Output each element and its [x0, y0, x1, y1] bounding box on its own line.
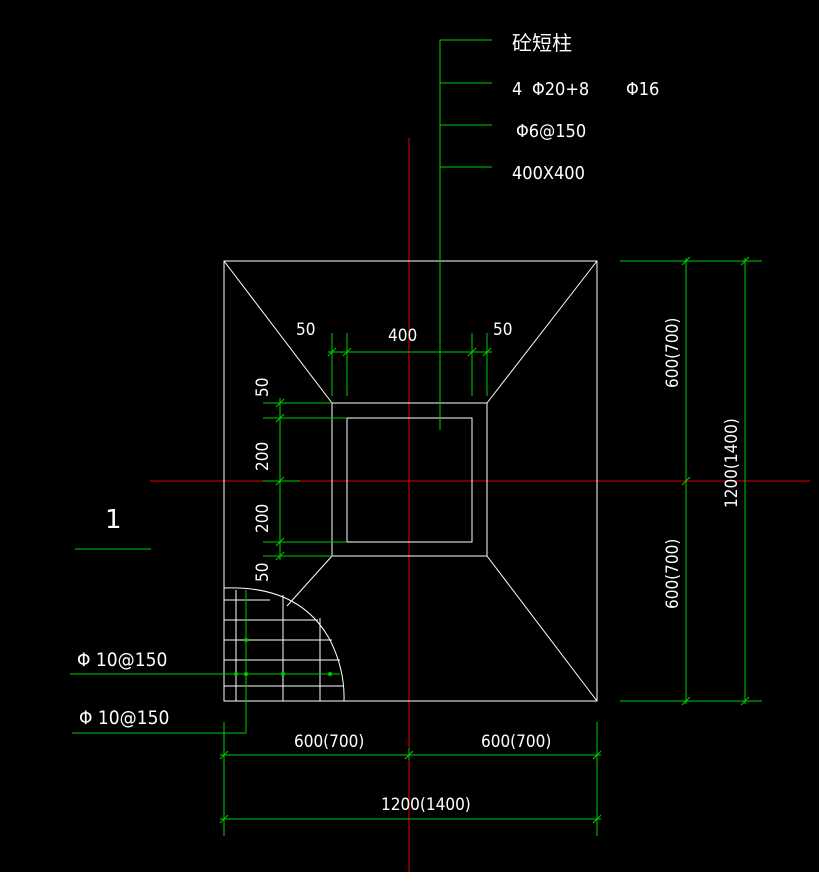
rebar-lower-leader: [72, 590, 247, 734]
rebar-lower-label: Φ 10@150: [79, 707, 169, 729]
rebar-cutaway: [223, 587, 345, 702]
dim-left-200-bottom: 200: [253, 504, 273, 533]
callout-secondary-bar-spec: Φ16: [626, 79, 659, 100]
column-callout-leader: [439, 39, 492, 430]
diagonal-bottom-left: [286, 555, 333, 607]
section-mark-number: 1: [105, 505, 122, 535]
dim-right-total: 1200(1400): [722, 418, 742, 508]
dim-right-upper: 600(700): [663, 318, 683, 388]
dim-bottom-right: 600(700): [481, 732, 551, 752]
rebar-upper-label: Φ 10@150: [77, 649, 167, 671]
callout-column-size: 400X400: [512, 163, 585, 184]
column-inner-outline: [346, 417, 473, 543]
dim-bottom-left: 600(700): [294, 732, 364, 752]
column-outer-outline: [331, 402, 488, 557]
rebar-dot-5: [244, 638, 248, 642]
dim-top-right: 50: [493, 320, 512, 340]
callout-main-bar-count: 4: [512, 79, 522, 100]
callout-title: 砼短柱: [512, 31, 572, 55]
rebar-dot-4: [328, 672, 332, 676]
dim-bottom-total: 1200(1400): [381, 795, 471, 815]
dim-left-50-top: 50: [253, 378, 273, 397]
rebar-dot-3: [281, 672, 285, 676]
dim-left-50-bottom: 50: [253, 563, 273, 582]
cutaway-arc: [223, 587, 345, 702]
dim-top-left: 50: [296, 320, 315, 340]
dim-top-mid: 400: [388, 326, 417, 346]
rebar-lower-dot: [244, 672, 248, 676]
dim-left-200-top: 200: [253, 442, 273, 471]
rebar-upper-dot: [234, 672, 238, 676]
bottom-dimension: [219, 722, 602, 836]
diagonal-top-right: [486, 260, 598, 404]
callout-stirrup-spec: Φ6@150: [516, 121, 586, 142]
dim-right-lower: 600(700): [663, 539, 683, 609]
left-dimension: [263, 398, 347, 561]
diagonal-bottom-right: [486, 555, 598, 702]
callout-main-bar-spec: Φ20+8: [532, 79, 589, 100]
foundation-outline: [223, 260, 598, 702]
diagonal-top-left: [223, 260, 333, 404]
right-dimension: [620, 256, 762, 706]
top-dimension: [327, 333, 492, 396]
